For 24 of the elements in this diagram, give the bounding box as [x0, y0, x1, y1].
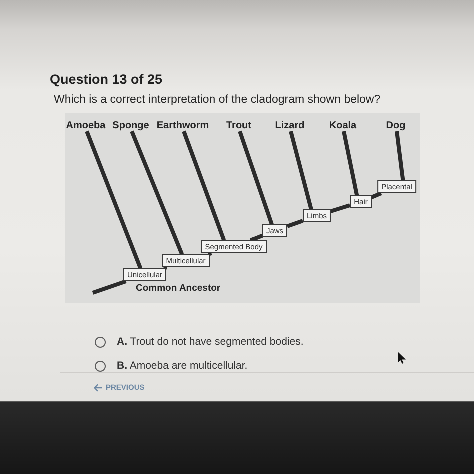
taxon-label: Koala — [329, 120, 357, 132]
taxon-label: Amoeba — [66, 120, 106, 132]
taxon-label: Sponge — [112, 120, 150, 132]
branch-line — [395, 131, 406, 181]
trunk-line — [330, 204, 351, 214]
taxon-label: Lizard — [275, 120, 305, 132]
branch-line — [182, 130, 226, 242]
branch-line — [289, 131, 314, 210]
question-text: Which is a correct interpretation of the cladogram shown below? — [54, 94, 381, 106]
taxon-label: Dog — [386, 120, 406, 132]
answer-option: A. Trout do not have segmented bodies. — [117, 336, 304, 348]
taxon-label: Earthworm — [156, 120, 210, 132]
answer-option: B. Amoeba are multicellular. — [117, 360, 248, 372]
trunk-line — [92, 280, 127, 295]
trunk-line — [250, 234, 264, 242]
branch-line — [342, 131, 360, 196]
branch-line — [85, 130, 143, 270]
root-label: Common Ancestor — [136, 283, 221, 294]
question-heading: Question 13 of 25 — [50, 72, 163, 87]
trunk-line — [286, 219, 304, 228]
taxon-label: Trout — [226, 120, 252, 132]
branch-line — [238, 130, 274, 226]
trunk-line — [371, 192, 382, 200]
branch-line — [130, 130, 184, 256]
